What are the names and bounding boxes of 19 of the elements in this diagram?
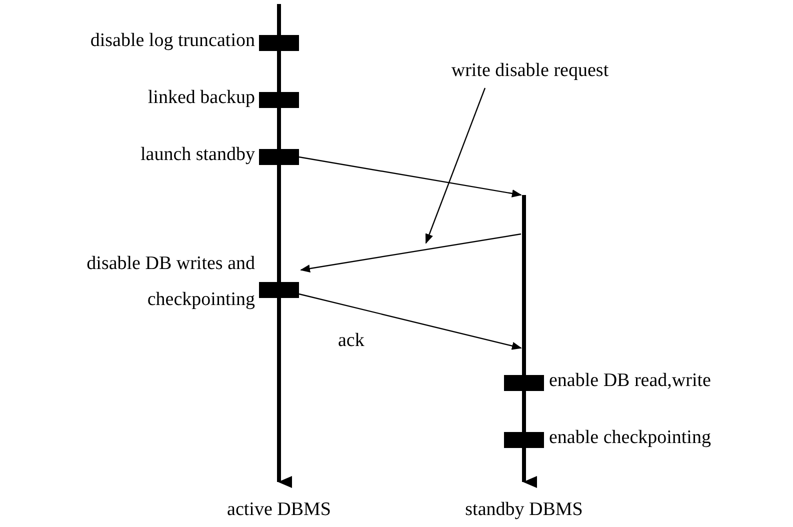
- leader-arrow: [425, 88, 486, 244]
- step-label: linked backup: [146, 87, 255, 109]
- message-arrow: [298, 293, 522, 350]
- step-bar: [259, 282, 299, 298]
- message-label: write disable request: [390, 60, 670, 82]
- message-arrow: [298, 156, 522, 198]
- step-label: launch standby: [139, 144, 255, 166]
- step-bar: [259, 149, 299, 165]
- message-arrow: [300, 233, 522, 272]
- step-label: disable log truncation: [89, 30, 255, 52]
- lifeline-label: active DBMS: [227, 499, 331, 521]
- step-bar: [504, 432, 544, 448]
- step-bar: [259, 35, 299, 51]
- step-label: enable DB read,write: [549, 370, 712, 392]
- step-bar: [504, 375, 544, 391]
- lifeline-label: standby DBMS: [465, 499, 583, 521]
- step-label: disable DB writes and checkpointing: [86, 252, 255, 312]
- step-bar: [259, 92, 299, 108]
- step-label: enable checkpointing: [549, 427, 712, 449]
